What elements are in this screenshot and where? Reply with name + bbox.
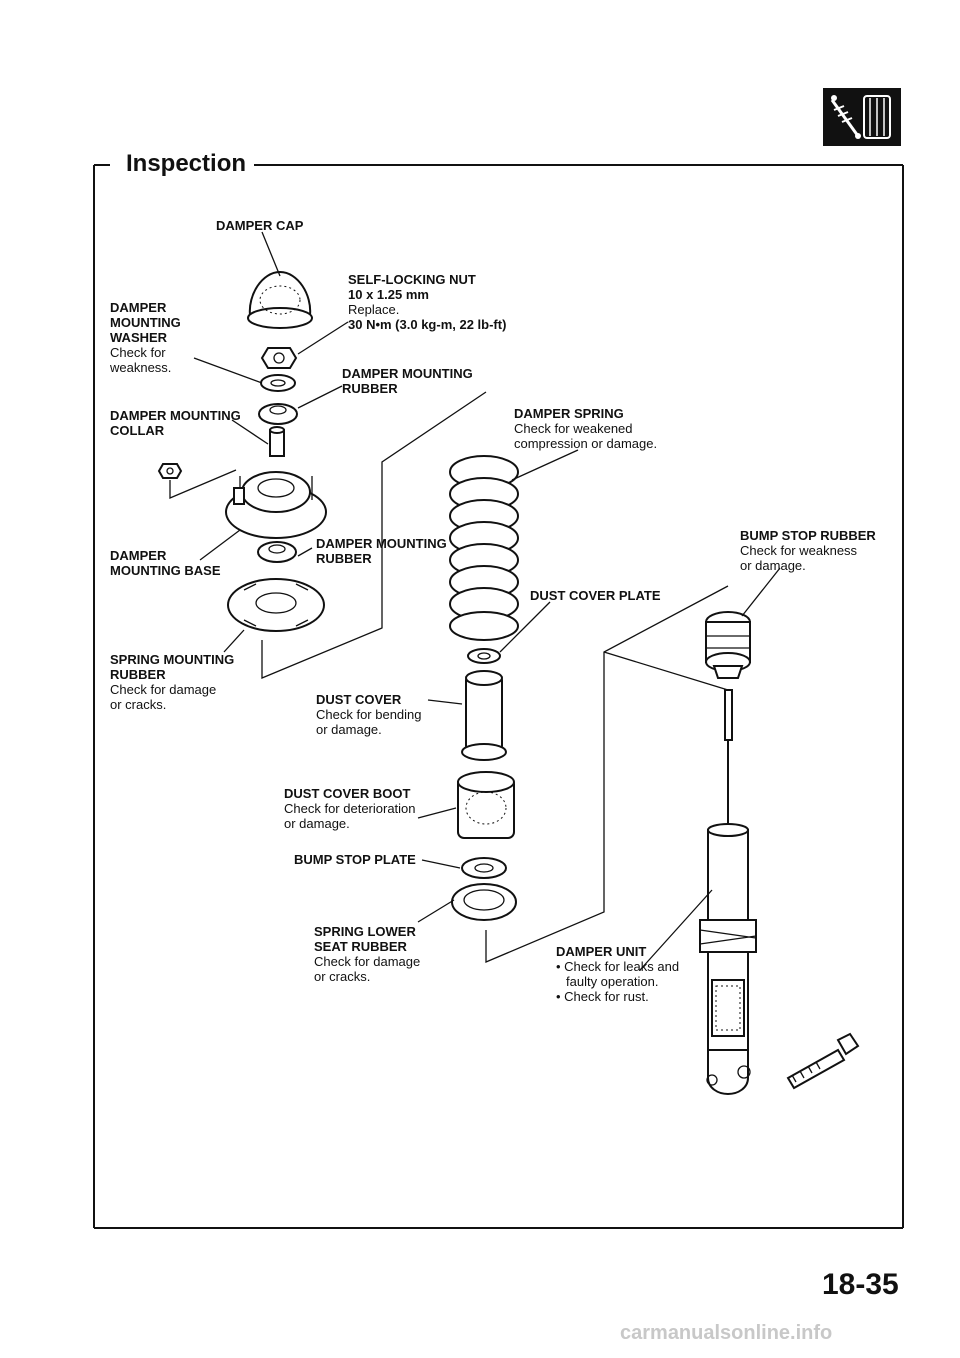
boot-leader [417, 807, 457, 819]
label-spring-mounting-rubber: SPRING MOUNTING RUBBER Check for damage … [110, 652, 235, 712]
base-leader [199, 529, 241, 561]
damper-unit-leader [639, 889, 713, 971]
label-damper-unit: DAMPER UNIT • Check for leaks and faulty… [556, 944, 680, 1004]
dust-cover-plate-part [467, 648, 501, 664]
label-dust-cover-plate: DUST COVER PLATE [530, 588, 661, 603]
rubber-lower-leader [297, 547, 313, 557]
damper-cap-leader [261, 231, 281, 277]
self-locking-nut-part [260, 347, 298, 369]
damper-unit-part [699, 689, 757, 1096]
bracket-center-group [485, 585, 729, 963]
page-number: 18-35 [822, 1268, 899, 1301]
bump-plate-leader [421, 859, 461, 869]
bump-stop-plate-part [461, 857, 507, 879]
bump-stop-rubber-part [705, 611, 751, 679]
label-damper-mounting-rubber-lower: DAMPER MOUNTING RUBBER [316, 536, 447, 566]
spring-mounting-rubber-part [227, 578, 325, 632]
mounting-bolt-part [786, 1032, 860, 1090]
bracket-left-group [261, 391, 487, 679]
bump-stop-leader [741, 567, 781, 617]
label-damper-cap: DAMPER CAP [216, 218, 304, 233]
mounting-washer-part [260, 374, 296, 392]
damper-spring-part [449, 455, 519, 641]
rubber-upper-leader [297, 385, 343, 409]
spring-lower-seat-part [451, 883, 517, 921]
label-damper-mounting-base: DAMPER MOUNTING BASE [110, 548, 221, 578]
damper-unit-bracket [603, 651, 729, 691]
cover-plate-leader [499, 601, 551, 653]
mounting-base-part [225, 471, 327, 539]
mounting-collar-part [269, 426, 285, 457]
label-self-locking-nut: SELF-LOCKING NUT 10 x 1.25 mm Replace. 3… [348, 272, 507, 332]
damper-cap-part [247, 270, 313, 329]
label-damper-spring: DAMPER SPRING Check for weakened compres… [514, 406, 658, 451]
dust-cover-part [461, 670, 507, 761]
label-spring-lower-seat-rubber: SPRING LOWER SEAT RUBBER Check for damag… [314, 924, 421, 984]
watermark-text: carmanualsonline.info [620, 1322, 833, 1344]
label-bump-stop-rubber: BUMP STOP RUBBER Check for weakness or d… [740, 528, 876, 573]
collar-leader [231, 419, 269, 445]
dust-cover-leader [427, 699, 463, 705]
lower-seat-leader [417, 899, 455, 923]
label-bump-stop-plate: BUMP STOP PLATE [294, 852, 416, 867]
label-dust-cover-boot: DUST COVER BOOT Check for deterioration … [284, 786, 416, 831]
shock-absorber-icon [823, 88, 901, 146]
spring-leader [511, 449, 579, 481]
upper-mounting-rubber-part [258, 403, 298, 425]
label-dust-cover: DUST COVER Check for bending or damage. [316, 692, 422, 737]
label-damper-mounting-collar: DAMPER MOUNTING COLLAR [110, 408, 241, 438]
base-nut-leader [169, 469, 237, 499]
label-damper-mounting-washer: DAMPER MOUNTING WASHER Check for weaknes… [110, 300, 181, 375]
label-damper-mounting-rubber-upper: DAMPER MOUNTING RUBBER [342, 366, 473, 396]
washer-leader [193, 357, 263, 384]
nut-leader [297, 321, 349, 355]
section-title: Inspection [118, 150, 255, 178]
base-nut-part [157, 463, 183, 479]
spring-rubber-leader [223, 629, 245, 653]
dust-cover-boot-part [457, 771, 515, 839]
lower-mounting-rubber-part [257, 541, 297, 563]
